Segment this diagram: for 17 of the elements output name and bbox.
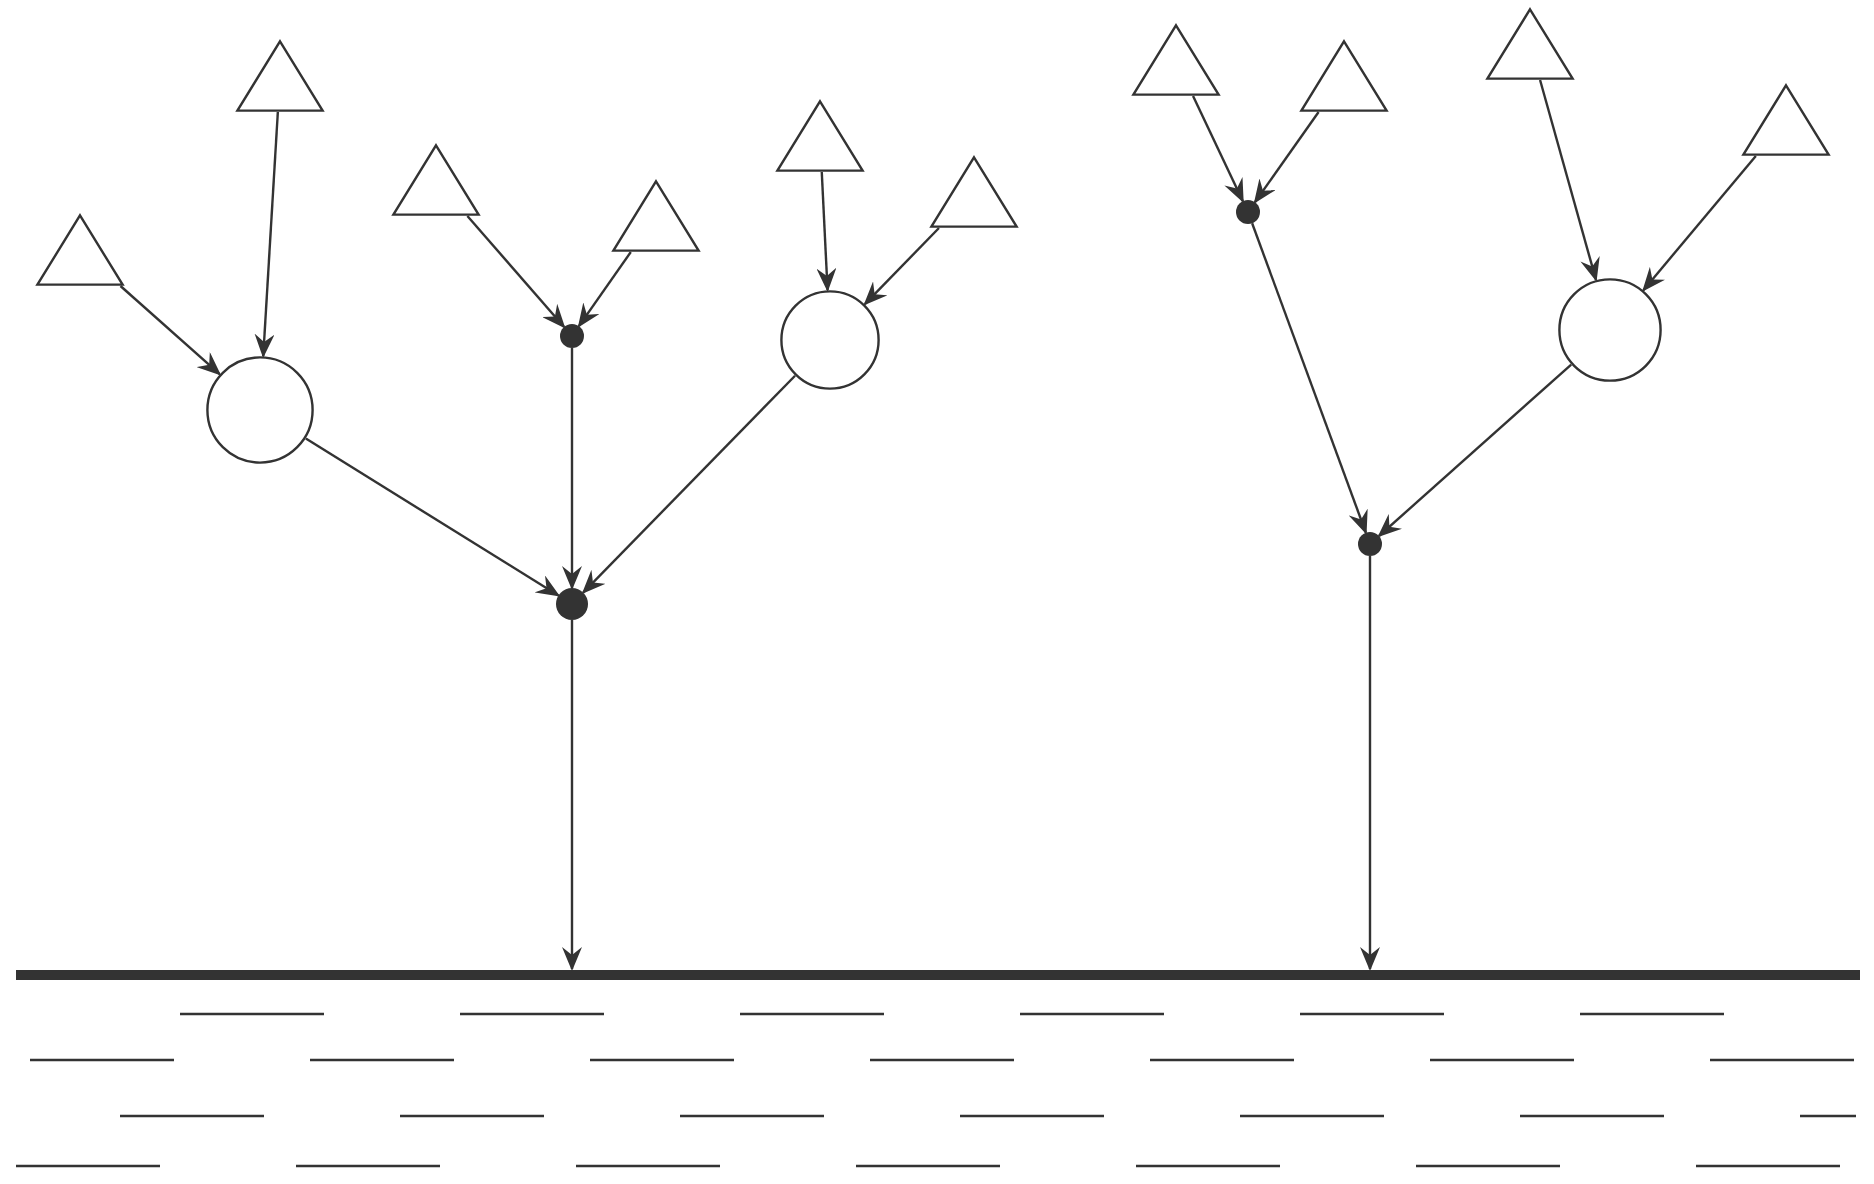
arrow [1253, 111, 1320, 204]
arrow [119, 285, 222, 376]
arrow [562, 348, 582, 590]
arrow [254, 111, 280, 359]
arrow [562, 620, 582, 971]
arrow [1538, 79, 1600, 282]
arrow [1642, 155, 1757, 292]
arrow [466, 215, 566, 329]
arrow [1251, 222, 1368, 535]
arrow [577, 251, 632, 328]
arrow [863, 227, 940, 306]
arrow [1191, 95, 1244, 203]
arrow [1360, 556, 1380, 971]
arrow [1377, 363, 1572, 538]
arrow [581, 374, 796, 594]
arrow [305, 437, 561, 597]
arrow [816, 171, 837, 293]
